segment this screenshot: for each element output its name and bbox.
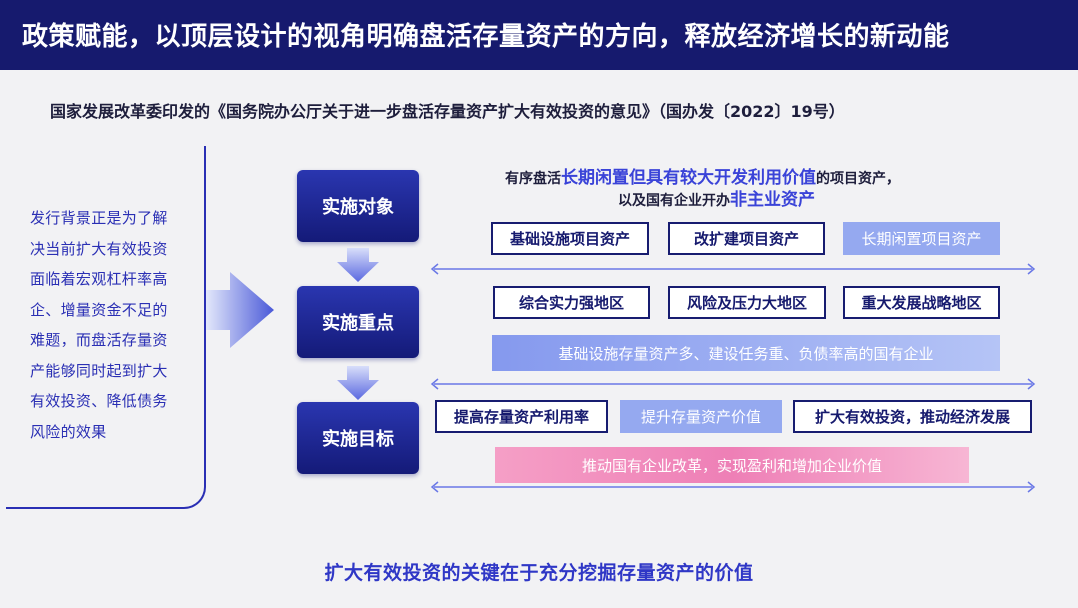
down-arrow-icon — [337, 248, 379, 282]
down-arrow-icon — [337, 366, 379, 400]
focus-item: 风险及压力大地区 — [668, 286, 826, 319]
object-intro-line2: 以及国有企业开办非主业资产 — [618, 190, 815, 210]
object-item: 基础设施项目资产 — [491, 222, 649, 255]
page-title: 政策赋能，以顶层设计的视角明确盘活存量资产的方向，释放经济增长的新动能 — [22, 22, 950, 52]
background-bracket — [6, 146, 206, 509]
document-title: 国家发展改革委印发的《国务院办公厅关于进一步盘活存量资产扩大有效投资的意见》（国… — [50, 102, 845, 121]
focus-item: 综合实力强地区 — [493, 286, 650, 319]
double-arrow-divider — [430, 481, 1036, 493]
goal-item: 提高存量资产利用率 — [435, 400, 608, 433]
object-item: 改扩建项目资产 — [668, 222, 825, 255]
focus-banner: 基础设施存量资产多、建设任务重、负债率高的国有企业 — [492, 335, 1000, 371]
stage-focus: 实施重点 — [297, 286, 419, 358]
object-item: 长期闲置项目资产 — [843, 222, 1000, 255]
background-text: 发行背景正是为了解决当前扩大有效投资面临着宏观杠杆率高企、增量资金不足的难题，而… — [30, 209, 168, 441]
double-arrow-divider — [430, 378, 1036, 390]
double-arrow-divider — [430, 263, 1036, 275]
stage-object: 实施对象 — [297, 170, 419, 242]
right-arrow-icon — [206, 272, 274, 348]
focus-item: 重大发展战略地区 — [843, 286, 1000, 319]
goal-banner: 推动国有企业改革，实现盈利和增加企业价值 — [495, 447, 969, 483]
header-banner: 政策赋能，以顶层设计的视角明确盘活存量资产的方向，释放经济增长的新动能 — [0, 0, 1078, 70]
object-intro-line1: 有序盘活长期闲置但具有较大开发利用价值的项目资产， — [505, 168, 900, 188]
footer-conclusion: 扩大有效投资的关键在于充分挖掘存量资产的价值 — [324, 562, 754, 584]
stage-goal: 实施目标 — [297, 402, 419, 474]
goal-item: 提升存量资产价值 — [620, 400, 782, 433]
goal-item: 扩大有效投资，推动经济发展 — [793, 400, 1032, 433]
